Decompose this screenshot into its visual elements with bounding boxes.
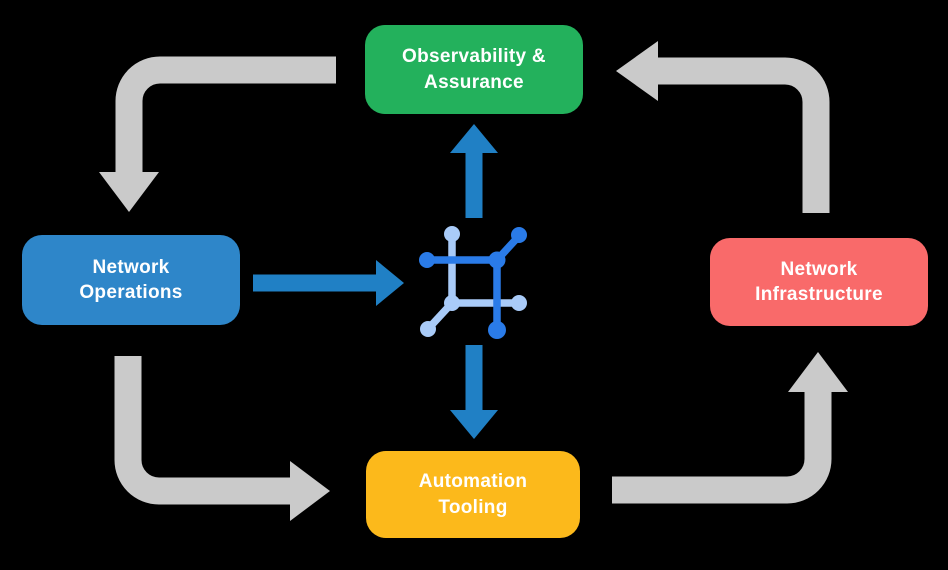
arrow-center-to-automation [450,345,498,439]
arrow-infrastructure-to-observability [616,41,830,213]
node-automation-tooling: Automation Tooling [366,451,580,538]
arrow-automation-to-infrastructure [612,352,848,504]
node-operations-label: Network Operations [79,256,183,303]
network-icon-light-strokes [420,226,527,337]
arrow-operations-to-automation [114,356,330,521]
node-network-operations: Network Operations [22,235,240,325]
arrow-observability-to-operations [99,56,336,212]
network-nodes-icon [419,226,527,339]
network-icon-dark-strokes [419,227,527,339]
node-automation-label: Automation Tooling [418,471,528,518]
arrow-center-to-observability [450,124,498,218]
node-network-infrastructure: Network Infrastructure [710,238,928,326]
node-observability-assurance: Observability & Assurance [365,25,583,114]
flow-arrows [253,124,498,439]
node-infrastructure-label: Network Infrastructure [755,258,883,305]
node-observability-label: Observability & Assurance [402,46,546,93]
arrow-operations-to-center [253,260,404,306]
cycle-arrows [99,41,848,521]
